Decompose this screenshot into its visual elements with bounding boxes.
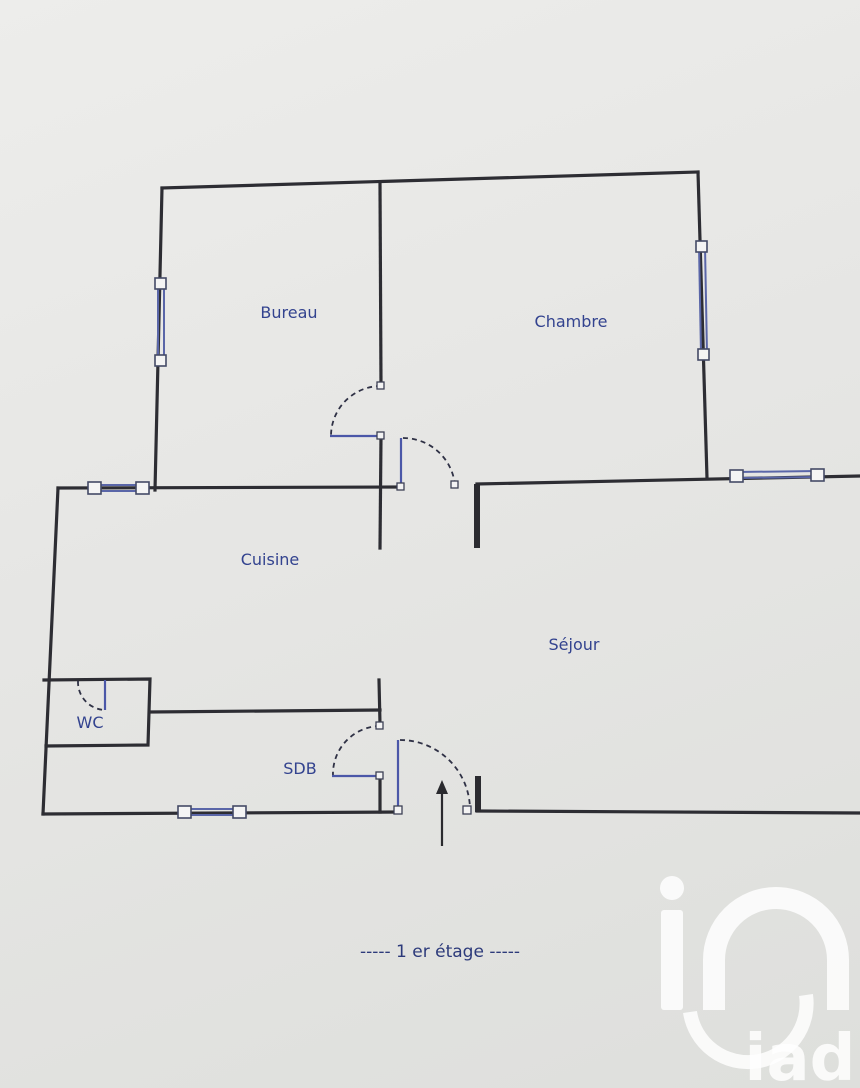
window-sdb	[177, 805, 247, 819]
wall-bureau-stub	[378, 434, 383, 550]
wall-chambre-right	[696, 170, 709, 480]
door-chambre	[396, 437, 459, 491]
wall-sdb-right-upper	[377, 678, 382, 726]
door-sdb	[332, 721, 384, 780]
iad-logo: iad	[660, 876, 855, 1088]
wall-bureau-chambre-divider	[378, 182, 383, 388]
wall-top	[160, 170, 700, 190]
walls	[41, 170, 860, 816]
room-label-chambre: Chambre	[535, 312, 608, 331]
room-label-wc: WC	[77, 713, 104, 732]
entrance-arrow	[436, 780, 448, 846]
room-label-bureau: Bureau	[260, 303, 317, 322]
wall-cuisine-top	[56, 485, 402, 490]
window-chambre	[695, 240, 710, 361]
iad-logo-mark	[660, 876, 849, 1070]
door-entrance	[393, 739, 472, 815]
wall-bottom-right	[475, 809, 860, 815]
doors	[77, 381, 472, 815]
door-bureau	[330, 381, 385, 440]
wall-left	[41, 486, 60, 816]
room-label-sejour: Séjour	[549, 635, 600, 654]
wall-bottom-left	[41, 810, 400, 816]
room-label-cuisine: Cuisine	[241, 550, 300, 569]
floor-caption: ----- 1 er étage -----	[360, 942, 520, 962]
iad-logo-text: iad	[745, 1022, 856, 1088]
window-bureau	[154, 277, 167, 367]
window-sejour	[729, 468, 825, 483]
room-label-sdb: SDB	[283, 759, 316, 778]
wall-sdb-top	[148, 708, 382, 714]
windows	[87, 240, 825, 819]
window-cuisine	[87, 481, 150, 495]
door-wc	[77, 680, 107, 711]
